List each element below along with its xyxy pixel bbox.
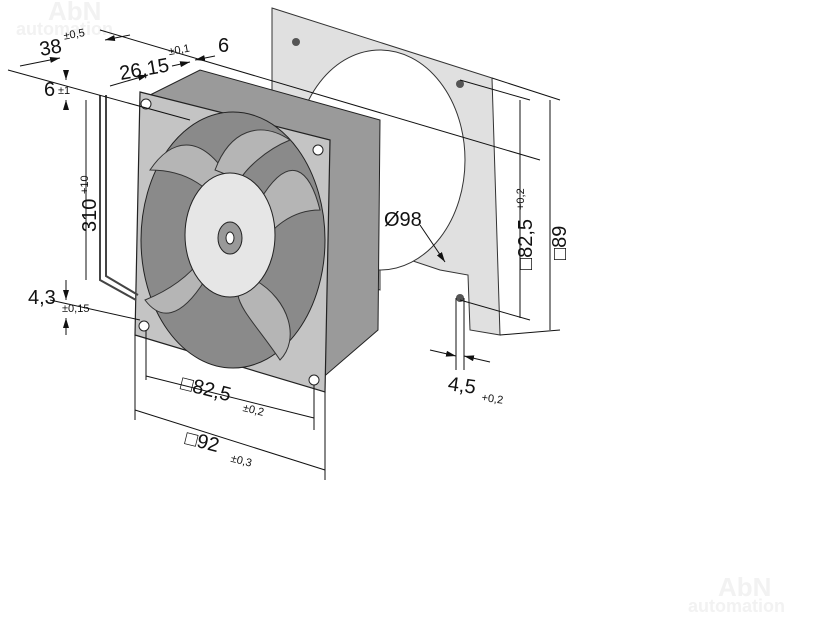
svg-text:±0,2: ±0,2 [241,402,265,419]
lead-wires [99,95,139,301]
panel-hole [292,38,300,46]
dim-cutout-diameter: Ø98 [384,209,422,231]
dim-panel-size: □89 [549,226,571,260]
svg-text:□82,5: □82,5 [178,373,233,407]
svg-text:±0,1: ±0,1 [168,43,191,59]
svg-text:+0,2: +0,2 [481,392,504,407]
dim-hole-offset: 4,3 ±0,15 [28,287,89,315]
svg-text:AbN: AbN [48,0,101,26]
watermark-top: AbN automation [16,0,113,39]
panel-hole [456,80,464,88]
svg-text:±0,5: ±0,5 [63,27,86,43]
dim-lead-length: 310 +10 [79,175,101,232]
fan-blades [144,129,321,361]
dim-frame-size: □92 ±0,3 [183,427,253,470]
svg-text:AbN: AbN [718,572,771,602]
svg-text:±1: ±1 [58,85,70,97]
svg-text:38: 38 [38,35,64,61]
dim-hole-spacing-front: □82,5 ±0,2 [178,373,265,419]
dim-hole-diameter: 4,5 +0,2 [447,373,504,407]
svg-text:□92: □92 [183,427,222,457]
svg-text:±0,3: ±0,3 [229,453,253,470]
svg-text:automation: automation [16,19,113,39]
svg-text:+0,2: +0,2 [515,188,527,210]
svg-text:26,15: 26,15 [118,55,171,85]
svg-text:4,3: 4,3 [28,287,56,309]
svg-text:□82,5: □82,5 [515,219,537,270]
svg-text:6: 6 [44,79,55,101]
svg-text:automation: automation [688,596,785,616]
dim-depth: 38 ±0,5 [38,27,86,61]
corner-holes [138,98,324,386]
svg-text:4,5: 4,5 [447,373,478,399]
dim-hole-spacing-panel: □82,5 +0,2 [515,188,537,270]
svg-text:310: 310 [79,199,101,232]
watermark-bottom: AbN automation [688,572,785,616]
svg-text:+10: +10 [79,175,91,194]
svg-text:±0,15: ±0,15 [62,303,89,315]
panel-hole [456,294,464,302]
dim-lead-offset: 6 ±1 [44,79,70,101]
fan-hub-axle [225,231,235,245]
dimension-lines [7,29,561,480]
dim-flange: 6 [218,35,229,57]
